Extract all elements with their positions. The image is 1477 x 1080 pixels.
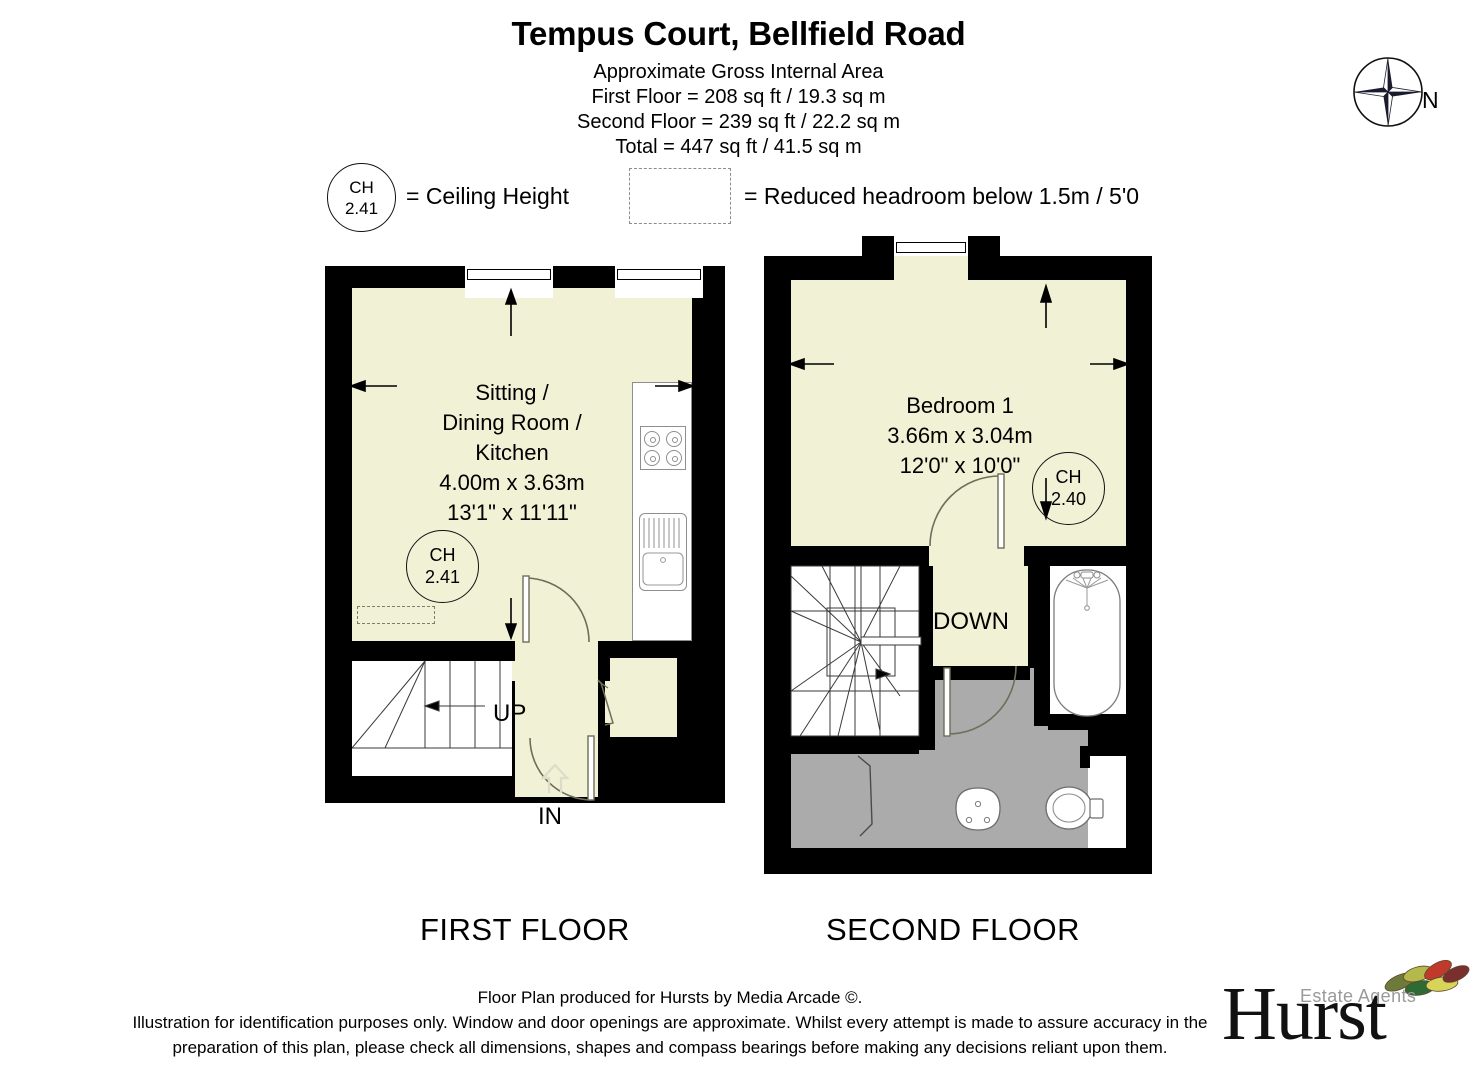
- wall-partition-kitchen-bottom: [598, 641, 692, 658]
- footer-credit: Floor Plan produced for Hursts by Media …: [477, 988, 863, 1007]
- legend-ch-value: 2.41: [344, 199, 379, 218]
- second-floor-fixtures: [787, 283, 1131, 837]
- entrance-marker: IN: [538, 803, 562, 830]
- plan-header: Tempus Court, Bellfield Road Approximate…: [0, 0, 1477, 160]
- footer-disclaimer-line-2: preparation of this plan, please check a…: [172, 1038, 1168, 1057]
- logo-wordmark: Hurst: [1222, 972, 1387, 1056]
- wall-entrance-right: [598, 737, 692, 803]
- hob-ring-2: [666, 431, 682, 447]
- kitchen-worktop-run: [632, 382, 692, 641]
- room-label-line-3: Kitchen: [475, 440, 549, 465]
- area-summary: Approximate Gross Internal Area First Fl…: [0, 60, 1477, 160]
- wall-partition-bath-bottom: [1048, 714, 1126, 730]
- window-front-left-glazing: [467, 269, 551, 280]
- plan-footer: Floor Plan produced for Hursts by Media …: [0, 985, 1340, 1060]
- area-line-second-floor: Second Floor = 239 sq ft / 22.2 sq m: [577, 111, 900, 134]
- ceiling-height-value: 2.41: [424, 567, 461, 587]
- window-dormer-glazing: [896, 242, 966, 253]
- hurst-logo: Estate Agents Hurst: [1222, 958, 1472, 1063]
- wall-partition-cupboard-bottom-left: [598, 723, 610, 737]
- wall-partition-stair-bottom-2: [791, 736, 919, 754]
- area-line-total: Total = 447 sq ft / 41.5 sq m: [615, 136, 862, 159]
- wall-partition-stair-bottom: [352, 776, 512, 803]
- wall-partition-bedroom-bottom-left: [764, 546, 929, 566]
- wall-partition-hall-top: [352, 641, 515, 661]
- area-line-first-floor: First Floor = 208 sq ft / 19.3 sq m: [591, 86, 886, 109]
- hob-ring-3: [644, 450, 660, 466]
- hob-ring-4: [666, 450, 682, 466]
- wall-partition-cupboard-left: [598, 658, 610, 681]
- legend-ch-label: CH: [349, 178, 374, 197]
- compass-north-label: N: [1422, 87, 1439, 113]
- ceiling-height-label: CH: [429, 545, 456, 565]
- area-line-heading: Approximate Gross Internal Area: [593, 61, 884, 84]
- room-fill-landing: [925, 561, 1028, 666]
- compass-rose-icon: N: [1348, 52, 1448, 134]
- sink-drainer-grooves: [642, 518, 684, 586]
- window-front-right-glazing: [617, 269, 701, 280]
- room-label-metric-dims: 3.66m x 3.04m: [887, 423, 1033, 448]
- footer-disclaimer-line-1: Illustration for identification purposes…: [132, 1013, 1208, 1032]
- radiator-symbol: [357, 606, 435, 624]
- legend-reduced-headroom-text: = Reduced headroom below 1.5m / 5'0: [744, 183, 1139, 209]
- hob-ring-1: [644, 431, 660, 447]
- wall-partition-bedroom-bottom-right: [1024, 546, 1152, 566]
- room-label-line-1: Sitting /: [475, 380, 549, 405]
- room-label-line-2: Dining Room /: [442, 410, 582, 435]
- leaves-icon: [1384, 959, 1470, 996]
- wall-partition-stair-right: [919, 566, 933, 666]
- page-title: Tempus Court, Bellfield Road: [511, 15, 966, 52]
- caption-first-floor: FIRST FLOOR: [420, 912, 630, 947]
- first-floor-plan: Sitting / Dining Room / Kitchen 4.00m x …: [325, 258, 725, 830]
- room-label-imperial-dims: 13'1" x 11'11": [447, 500, 577, 525]
- ceiling-height-badge-first-floor: CH 2.41: [406, 530, 479, 603]
- room-label-name: Bedroom 1: [906, 393, 1014, 418]
- room-label-imperial-dims: 12'0" x 10'0": [899, 453, 1021, 478]
- room-label-bedroom-1: Bedroom 1 3.66m x 3.04m 12'0" x 10'0": [845, 391, 1075, 481]
- ceiling-height-value: 2.40: [1050, 489, 1087, 509]
- stairs-down-marker: DOWN: [933, 608, 1009, 635]
- ceiling-height-badge-second-floor: CH 2.40: [1032, 452, 1105, 525]
- legend: CH 2.41 = Ceiling Height = Reduced headr…: [0, 163, 1477, 233]
- second-floor-plan: Bedroom 1 3.66m x 3.04m 12'0" x 10'0" CH…: [760, 236, 1160, 876]
- room-fill-bathroom-lower: [791, 750, 1088, 848]
- wall-partition-toilet-left: [1080, 746, 1090, 768]
- logo-tagline: Estate Agents: [1300, 986, 1417, 1006]
- legend-ceiling-height-text: = Ceiling Height: [406, 183, 570, 209]
- room-label-sitting-dining-kitchen: Sitting / Dining Room / Kitchen 4.00m x …: [397, 378, 627, 528]
- legend-reduced-headroom-swatch: [629, 168, 731, 224]
- window-dormer-inner-fill: [894, 256, 968, 282]
- caption-second-floor: SECOND FLOOR: [826, 912, 1081, 947]
- ceiling-height-label: CH: [1055, 467, 1082, 487]
- first-floor-annotations: [348, 287, 696, 801]
- room-fill-cupboard: [605, 658, 677, 737]
- room-fill-hallway: [515, 641, 598, 797]
- stairs-up-marker: UP: [493, 700, 527, 727]
- wall-partition-bath-left: [1034, 566, 1050, 726]
- legend-ceiling-height-badge: CH 2.41: [327, 163, 396, 232]
- room-label-metric-dims: 4.00m x 3.63m: [439, 470, 585, 495]
- stairwell-first-floor: [352, 661, 512, 776]
